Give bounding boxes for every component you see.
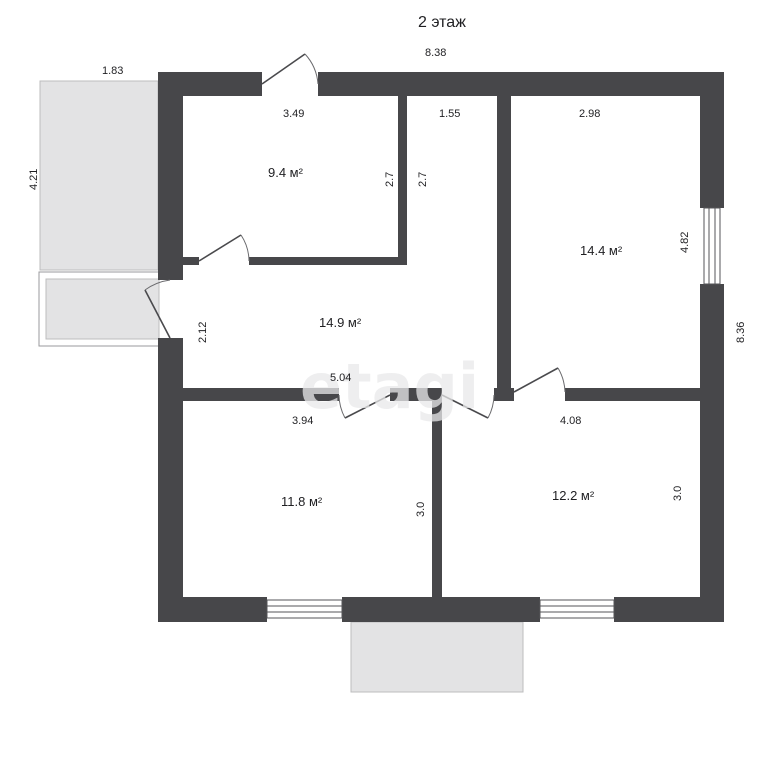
watermark: etagi: [300, 350, 479, 423]
room-area-top-right: 14.4 м²: [580, 243, 623, 258]
dim-corridor-width: 1.55: [439, 108, 460, 120]
wall-mid-4: [565, 388, 700, 401]
dim-corridor-height: 2.7: [417, 172, 429, 187]
floor-title: 2 этаж: [418, 14, 466, 31]
wall-mid-3: [494, 388, 514, 401]
dim-balcony-width: 1.83: [102, 65, 123, 77]
dim-room2-width: 2.98: [579, 108, 600, 120]
room-area-bottom-right: 12.2 м²: [552, 488, 595, 503]
room-area-bottom-left: 11.8 м²: [281, 494, 323, 509]
balcony-left: [39, 80, 159, 271]
wall-room1-bottom-stub: [183, 257, 199, 265]
wall-right-lower: [700, 284, 724, 622]
dim-hall-height: 2.12: [197, 322, 209, 343]
door-room3[interactable]: [338, 394, 391, 419]
door-room2[interactable]: [513, 367, 566, 393]
wall-room1-right: [398, 96, 407, 264]
dim-top-total: 8.38: [425, 47, 446, 59]
dim-room4-width: 4.08: [560, 415, 581, 427]
window-right: [703, 207, 721, 285]
dim-right-total: 8.36: [735, 322, 747, 343]
wall-bottom-2: [342, 597, 540, 622]
dim-room3-width: 3.94: [292, 415, 313, 427]
wall-mid-2: [390, 388, 442, 401]
wall-mid-1: [183, 388, 339, 401]
room-area-top-left: 9.4 м²: [268, 165, 304, 180]
dim-balcony-depth: 4.21: [28, 169, 40, 190]
room-area-hall: 14.9 м²: [319, 315, 362, 330]
door-top[interactable]: [261, 53, 319, 85]
dim-room4-height: 3.0: [672, 486, 684, 501]
dim-room3-height: 3.0: [415, 502, 427, 517]
wall-right-upper: [700, 72, 724, 208]
dim-room1-height: 2.7: [384, 172, 396, 187]
wall-corridor-right: [497, 96, 511, 388]
outer-walls: [158, 72, 724, 622]
dim-room1-width: 3.49: [283, 108, 304, 120]
wall-left-upper: [158, 72, 183, 280]
wall-left-lower: [158, 338, 183, 622]
wall-top-right: [318, 72, 724, 96]
door-room1[interactable]: [198, 234, 250, 262]
window-bottom-left: [266, 599, 343, 619]
balcony-left-ledge-inner: [45, 278, 160, 340]
wall-bottom-divider: [432, 401, 442, 597]
door-entrance[interactable]: [144, 279, 171, 339]
dim-hall-width: 5.04: [330, 372, 351, 384]
balcony-bottom: [350, 621, 524, 693]
wall-bottom-1: [158, 597, 267, 622]
interior-walls: [183, 96, 700, 597]
window-bottom-right: [539, 599, 615, 619]
dim-room2-height: 4.82: [679, 232, 691, 253]
wall-room1-bottom: [249, 257, 407, 265]
door-room4-left[interactable]: [441, 394, 495, 419]
wall-bottom-3: [614, 597, 724, 622]
